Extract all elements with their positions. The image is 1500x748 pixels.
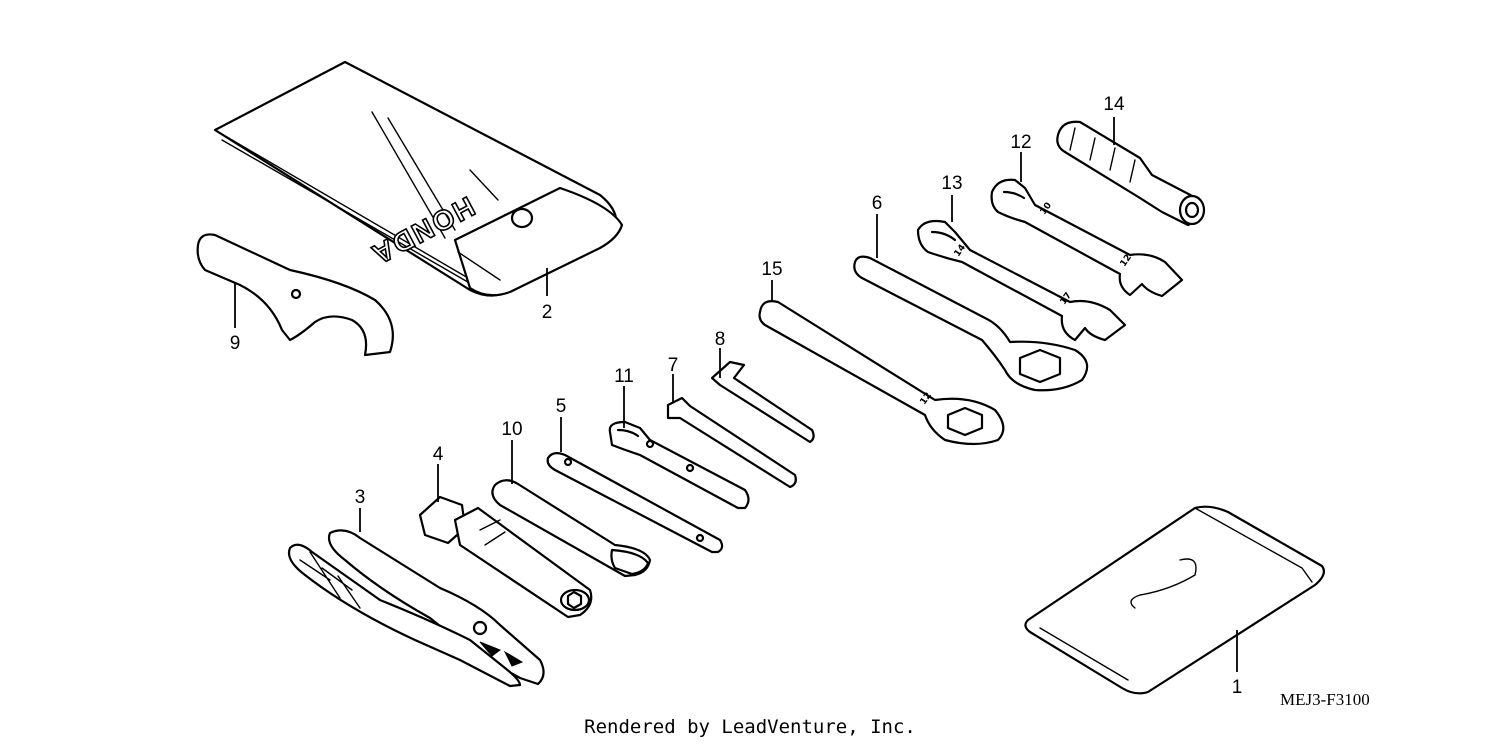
part-11-small-wrench[interactable] (608, 420, 750, 510)
part-7-hex-key[interactable] (666, 396, 797, 489)
part-6-box-wrench[interactable] (853, 255, 1089, 392)
callout-4: 4 (433, 444, 444, 465)
callout-6: 6 (872, 193, 883, 214)
render-credit: Rendered by LeadVenture, Inc. (584, 716, 916, 738)
callout-5: 5 (556, 396, 567, 417)
diagram-code: MEJ3-F3100 (1280, 690, 1370, 709)
callout-12: 12 (1010, 132, 1031, 153)
leader-lines (234, 117, 1238, 672)
callout-7: 7 (668, 355, 679, 376)
part-15-box-wrench[interactable]: 12 (758, 300, 1005, 446)
callout-14: 14 (1103, 94, 1125, 115)
part-9-pin-spanner[interactable] (196, 233, 394, 357)
callout-9: 9 (230, 333, 241, 354)
callout-13: 13 (941, 173, 962, 194)
callout-10: 10 (501, 419, 522, 440)
part-3-pliers[interactable] (287, 529, 545, 688)
part-2-tool-bag[interactable]: HONDA (213, 60, 624, 297)
callout-15: 15 (761, 259, 782, 280)
callout-11: 11 (614, 366, 634, 387)
callout-1: 1 (1232, 677, 1243, 698)
part-8-hex-key[interactable] (710, 360, 815, 444)
callout-8: 8 (715, 329, 726, 350)
part-5-screwdriver[interactable] (546, 451, 724, 554)
callout-2: 2 (542, 302, 553, 323)
callout-3: 3 (355, 487, 366, 508)
callouts: 1 2 3 4 5 6 7 8 9 10 11 12 13 14 15 (230, 94, 1243, 698)
part-13-open-wrench[interactable]: 14 17 (916, 219, 1127, 342)
part-1-owner-manual[interactable] (1024, 505, 1325, 695)
part-12-open-wrench[interactable]: 10 12 (990, 178, 1184, 298)
part-4-plug-wrench[interactable] (418, 495, 593, 619)
part-14-driver-handle[interactable] (1056, 120, 1206, 227)
